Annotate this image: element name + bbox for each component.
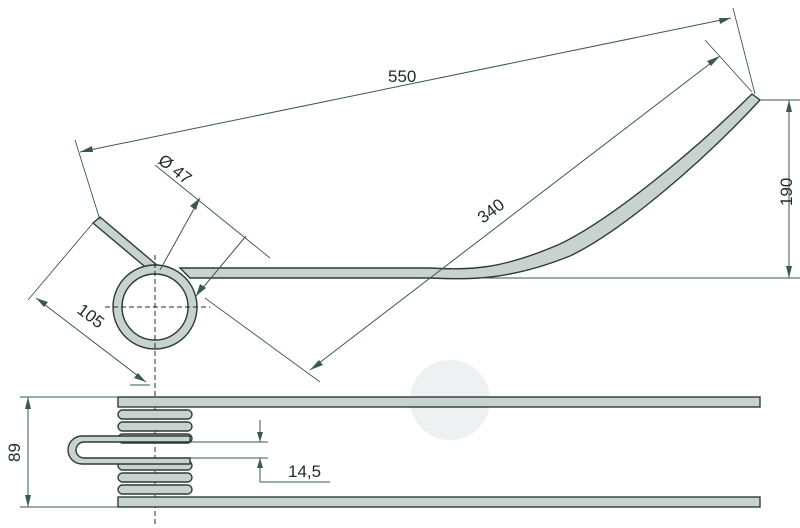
dimension-550: 550 bbox=[74, 7, 756, 221]
dimension-89-label: 89 bbox=[5, 443, 24, 462]
top-view-u-loop bbox=[67, 435, 191, 465]
top-view-upper-tine bbox=[117, 396, 761, 408]
dimension-550-label: 550 bbox=[388, 67, 416, 86]
dimension-340: 340 bbox=[204, 39, 753, 383]
dimension-diameter-label: Ø 47 bbox=[154, 151, 195, 189]
top-view-coil-windings-lower bbox=[117, 460, 193, 495]
dimension-14-5-label: 14,5 bbox=[288, 462, 321, 481]
tine-arm bbox=[178, 93, 762, 280]
dimension-190-label: 190 bbox=[777, 178, 796, 206]
dimension-14-5: 14,5 bbox=[190, 420, 330, 483]
dimension-190: 190 bbox=[480, 99, 800, 279]
top-view-lower-tine bbox=[117, 496, 761, 508]
dimension-105-label: 105 bbox=[74, 300, 108, 332]
dimension-89: 89 bbox=[5, 396, 118, 508]
